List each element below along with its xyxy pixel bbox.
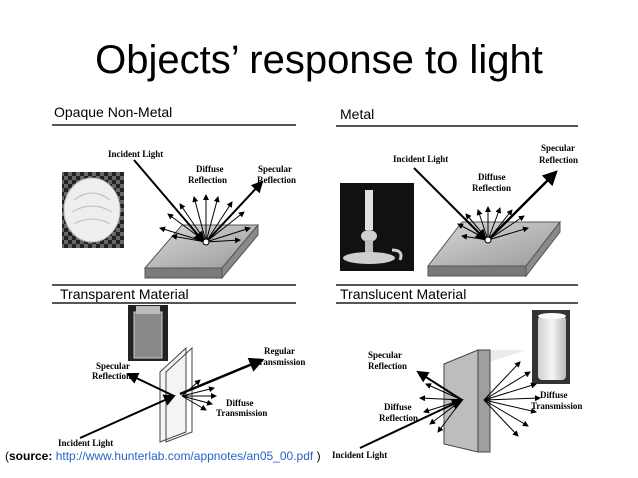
jar-photo [128,305,168,361]
translucent-diffuse-refl-label-2: Reflection [379,413,418,423]
incident-ray [413,167,488,242]
transparent-rays [79,357,265,439]
incident-ray [359,398,464,449]
translucent-specular-label-1: Specular [368,350,402,360]
candlestick-photo [340,183,414,271]
translucent-diffuse-refl-label-1: Diffuse [384,402,412,412]
specular-ray [487,170,558,241]
transparent-regular-label-1: Regular [264,346,295,356]
translucent-diffuse-trans-label-2: Transmission [531,401,582,411]
panel-header-transparent: Transparent Material [60,286,189,302]
opaque-diffuse-label-1: Diffuse [196,164,224,174]
source-open-paren: ( [5,449,9,463]
translucent-diffuse-trans-label-1: Diffuse [540,390,568,400]
source-link[interactable]: http://www.hunterlab.com/appnotes/an05_0… [55,449,314,463]
metal-diffuse-label-2: Reflection [472,183,511,193]
panel-header-translucent: Translucent Material [340,286,467,302]
cup-photo [532,310,570,384]
metal-incident-label: Incident Light [393,154,448,164]
soap-photo [62,172,124,248]
opaque-specular-label-2: Reflection [257,175,296,185]
panel-rule-transparent [52,302,296,304]
transparent-incident-label: Incident Light [58,438,113,448]
opaque-slab [143,223,260,280]
metal-rays [413,167,558,244]
incident-ray [79,394,176,439]
specular-ray [205,180,264,243]
metal-specular-label-2: Reflection [539,155,578,165]
transparent-specular-label-1: Specular [96,361,130,371]
metal-specular-label-1: Specular [541,143,575,153]
transparent-diffuse-label-2: Transmission [216,408,267,418]
incident-ray [133,159,206,244]
transparent-regular-label-2: Transmission [254,357,305,367]
translucent-specular-label-2: Reflection [368,361,407,371]
translucent-incident-label: Incident Light [332,450,387,460]
source-close-paren: ) [316,449,321,463]
metal-diffuse-label-1: Diffuse [478,172,506,182]
panel-rule-transparent-top [52,284,296,286]
panel-header-metal: Metal [340,106,375,122]
panel-header-opaque: Opaque Non-Metal [54,104,173,120]
source-citation: (source: http://www.hunterlab.com/appnot… [5,449,321,463]
panel-rule-translucent [336,302,578,304]
source-key: source: [9,449,53,463]
translucent-rays [359,361,541,449]
metal-slab [426,220,562,278]
regular-transmission-ray [179,357,265,396]
specular-ray [126,372,175,397]
panel-rule-metal [336,125,578,127]
panel-rule-translucent-top [336,284,578,286]
opaque-specular-label-1: Specular [258,164,292,174]
slide-title: Objects’ response to light [95,38,543,82]
specular-ray [416,370,463,401]
transparent-specular-label-2: Reflection [92,371,131,381]
transparent-diffuse-label-1: Diffuse [226,398,254,408]
opaque-rays [133,159,264,246]
panel-rule-opaque [52,124,296,126]
opaque-diffuse-label-2: Reflection [188,175,227,185]
opaque-incident-label: Incident Light [108,149,163,159]
